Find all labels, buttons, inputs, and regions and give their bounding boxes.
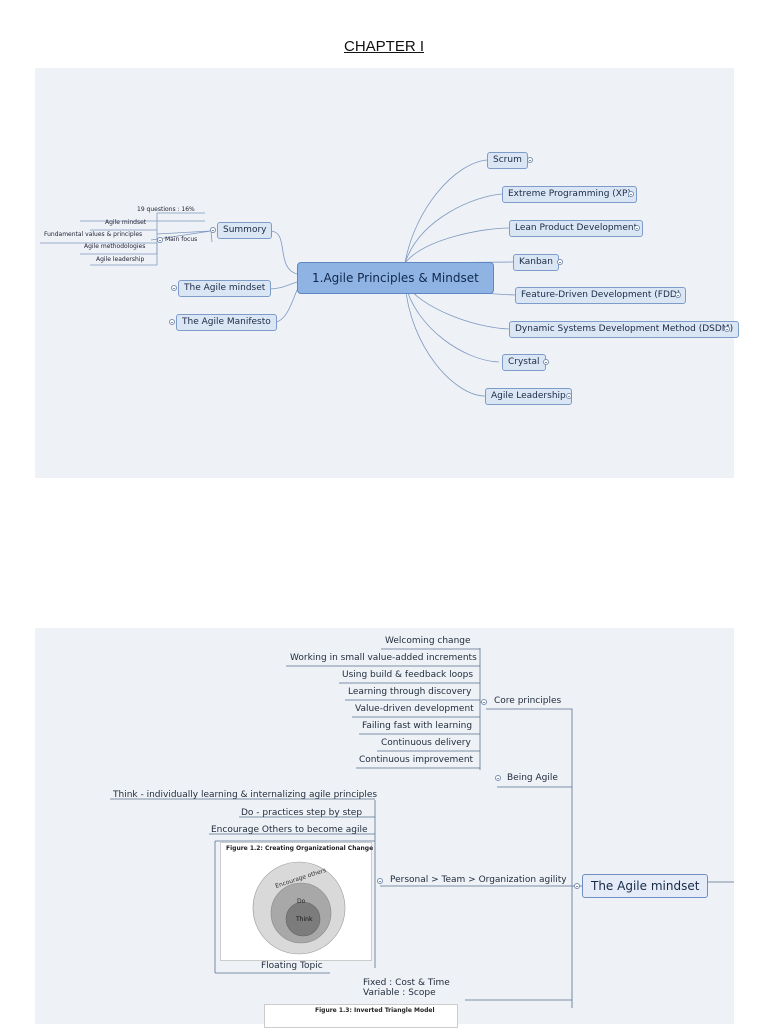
agile-mindset-topic[interactable]: The Agile mindset <box>582 874 709 898</box>
collapse-icon[interactable] <box>481 699 487 705</box>
being-agile-label[interactable]: Being Agile <box>507 773 558 783</box>
central-topic[interactable]: 1.Agile Principles & Mindset <box>297 262 494 294</box>
expand-icon[interactable] <box>543 359 549 365</box>
ring-label-think: Think <box>295 916 313 923</box>
figure-1-2-title: Figure 1.2: Creating Organizational Chan… <box>226 845 374 852</box>
mindmap-2-connectors <box>110 648 734 1008</box>
core-principle-item[interactable]: Value-driven development <box>355 704 474 714</box>
core-principle-item[interactable]: Working in small value-added increments <box>290 653 477 663</box>
topic-agile-leadership[interactable]: Agile Leadership <box>485 388 572 405</box>
chapter-title: CHAPTER I <box>343 38 424 55</box>
figure-inverted-triangle: Figure 1.3: Inverted Triangle Model <box>264 1004 458 1028</box>
agility-item[interactable]: Encourage Others to become agile <box>211 825 368 835</box>
collapse-icon[interactable] <box>574 883 580 889</box>
concentric-circles-graphic: Encourage others Do Think <box>252 861 346 955</box>
expand-icon[interactable] <box>527 157 533 163</box>
agility-label[interactable]: Personal > Team > Organization agility <box>390 875 567 885</box>
expand-icon[interactable] <box>628 191 634 197</box>
topic-kanban[interactable]: Kanban <box>513 254 559 271</box>
core-principle-item[interactable]: Continuous delivery <box>381 738 471 748</box>
collapse-icon[interactable] <box>157 237 163 243</box>
expand-icon[interactable] <box>557 259 563 265</box>
collapse-icon[interactable] <box>377 878 383 884</box>
figure-org-change: Figure 1.2: Creating Organizational Chan… <box>220 842 374 961</box>
topic-lean[interactable]: Lean Product Development <box>509 220 644 237</box>
agility-item[interactable]: Do - practices step by step <box>241 808 363 818</box>
core-principle-item[interactable]: Learning through discovery <box>348 687 472 697</box>
topic-scrum[interactable]: Scrum <box>487 152 528 169</box>
collapse-icon[interactable] <box>495 775 501 781</box>
topic-agile-manifesto[interactable]: The Agile Manifesto <box>176 314 277 331</box>
figure-1-3-title: Figure 1.3: Inverted Triangle Model <box>315 1007 435 1014</box>
core-principle-item[interactable]: Welcoming change <box>385 636 471 646</box>
expand-icon[interactable] <box>169 319 175 325</box>
core-principle-item[interactable]: Using build & feedback loops <box>342 670 474 680</box>
ring-label-do: Do <box>297 898 306 905</box>
agility-item[interactable]: Think - individually learning & internal… <box>113 790 378 800</box>
topic-summary[interactable]: Summory <box>217 222 273 239</box>
mindmap-panel-2: Welcoming change Working in small value-… <box>35 628 734 1028</box>
main-focus-label: Main focus <box>165 236 198 243</box>
expand-icon[interactable] <box>566 393 572 399</box>
collapse-icon[interactable] <box>210 227 216 233</box>
expand-icon[interactable] <box>724 326 730 332</box>
core-principle-item[interactable]: Continuous improvement <box>359 755 474 765</box>
summary-questions: 19 questions : 16% <box>137 206 195 213</box>
expand-icon[interactable] <box>634 225 640 231</box>
floating-topic-label[interactable]: Floating Topic <box>261 961 323 971</box>
focus-item: Agile leadership <box>96 256 145 263</box>
mindmap-panel-1: 1.Agile Principles & Mindset Scrum Extre… <box>35 68 740 478</box>
expand-icon[interactable] <box>171 285 177 291</box>
core-principle-item[interactable]: Failing fast with learning <box>362 721 473 731</box>
focus-item: Agile mindset <box>105 219 147 226</box>
focus-item: Agile methodologies <box>84 243 146 250</box>
topic-crystal[interactable]: Crystal <box>502 354 546 371</box>
focus-item: Fundamental values & principles <box>44 231 143 238</box>
topic-xp[interactable]: Extreme Programming (XP) <box>502 186 637 203</box>
core-principles-label[interactable]: Core principles <box>494 696 562 706</box>
expand-icon[interactable] <box>675 292 681 298</box>
topic-agile-mindset[interactable]: The Agile mindset <box>178 280 272 297</box>
triangle-variable-label: Variable : Scope <box>363 988 436 998</box>
triangle-fixed-label: Fixed : Cost & Time <box>363 978 450 988</box>
topic-dsdm[interactable]: Dynamic Systems Development Method (DSDM… <box>509 321 740 338</box>
topic-fdd[interactable]: Feature-Driven Development (FDD) <box>515 287 687 304</box>
